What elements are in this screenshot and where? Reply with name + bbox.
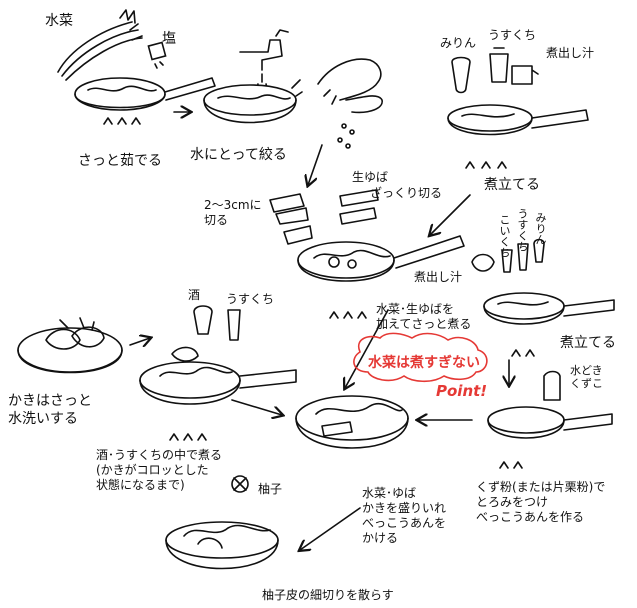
label-kuzu: くず粉(または片栗粉)で とろみをつけ べっこうあんを作る [476, 480, 606, 524]
oyster-pan-illustration [140, 306, 296, 440]
label-nitateru-mid: 煮立てる [560, 335, 616, 351]
warning-text: 水菜は煮すぎない [368, 355, 480, 371]
kuzu-pan-illustration [488, 372, 612, 469]
label-rinse-squeeze: 水にとって絞る [190, 147, 287, 163]
final-bowl-illustration [166, 476, 278, 569]
label-sake: 酒 [188, 288, 201, 302]
label-mizuna: 水菜 [45, 13, 73, 29]
label-nidashi-top: 煮出し汁 [546, 46, 595, 60]
label-garnish: 柚子皮の細切りを散らす [262, 588, 394, 602]
label-zakugiri: ざっくり切る [370, 186, 443, 200]
arrow-oyster-bowl [232, 400, 282, 415]
squeeze-hand-illustration [318, 59, 382, 148]
label-nitateru-top: 煮立てる [484, 177, 540, 193]
point-label: Point! [436, 382, 488, 400]
label-usukuchi-left: うすくち [226, 292, 275, 306]
label-usukuchi-top: うすくち [488, 28, 537, 42]
oyster-bowl-illustration [18, 318, 122, 373]
label-simmer-oyster: 酒･うすくちの中で煮る (かきがコロッとした 状態になるまで) [96, 448, 223, 492]
serving-bowl-illustration [296, 396, 408, 448]
label-koikuchi: こいくち [498, 214, 511, 258]
label-yuzu: 柚子 [258, 482, 283, 496]
yuba-illustration [270, 190, 378, 244]
arrow-3-4 [430, 195, 470, 235]
sauce-pan-2-illustration [484, 293, 614, 356]
label-serve: 水菜･ゆば かきを盛りいれ べっこうあんを かける [362, 486, 447, 545]
rinse-bowl-illustration [204, 30, 302, 123]
label-boil-quick: さっと茹でる [78, 153, 162, 169]
warning-bubble [354, 333, 487, 381]
condiments-2-illustration [472, 240, 544, 273]
label-namayuba: 生ゆば [352, 170, 389, 184]
label-add-boil: 水菜･生ゆばを 加えてさっと煮る [376, 302, 472, 331]
arrow-to-final [300, 508, 360, 550]
boil-pan-illustration [58, 10, 215, 124]
label-mizutoki: 水どき くずこ [570, 364, 603, 390]
seasoning-pan-illustration [448, 48, 588, 168]
label-nidashi-mid: 煮出し汁 [414, 270, 463, 284]
label-mirin-mid: みりん [534, 212, 547, 245]
label-usukuchi-mid: うすくち [516, 208, 529, 252]
label-salt: 塩 [162, 31, 176, 47]
label-cut-size: 2〜3cmに 切る [204, 198, 262, 227]
arrow-wash-simmer [130, 338, 150, 345]
simmer-pan-illustration [298, 236, 464, 318]
warning-note: 水菜は煮すぎない [355, 340, 493, 384]
arrow-2-3 [308, 145, 322, 185]
arrow-pan-bowl [345, 310, 388, 388]
label-oyster-wash: かきはさっと 水洗いする [8, 393, 92, 427]
label-mirin-top: みりん [440, 36, 477, 50]
